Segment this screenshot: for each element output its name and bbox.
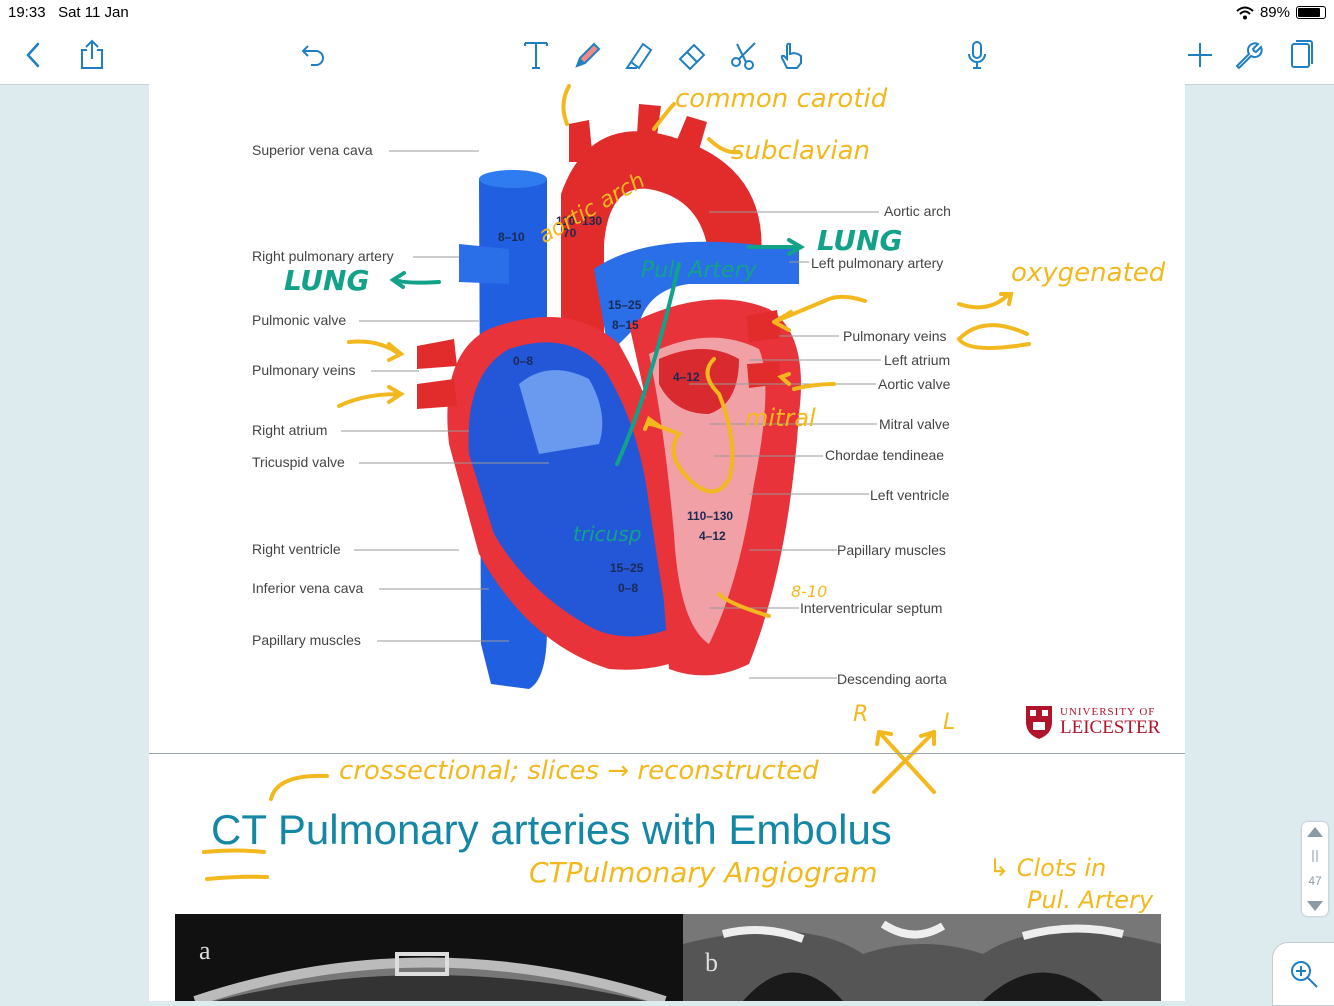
annotation-crossectional[interactable]: crossectional; slices → reconstructed (339, 756, 819, 786)
back-icon[interactable] (14, 36, 54, 74)
ct-image-a: a (175, 914, 683, 1001)
label-right-pulmonary-artery: Right pulmonary artery (252, 248, 394, 264)
battery-icon (1296, 6, 1326, 19)
add-page-icon[interactable] (1180, 36, 1220, 74)
annotation-ct-angiogram[interactable]: CTPulmonary Angiogram (529, 856, 878, 889)
notebook-page[interactable]: Superior vena cava Right pulmonary arter… (149, 84, 1185, 1001)
ct-image-b: b (683, 914, 1161, 1001)
annotation-lung-right[interactable]: LUNG (284, 264, 369, 297)
zoom-in-button[interactable] (1272, 942, 1334, 1006)
status-bar: 19:33 Sat 11 Jan 89% (0, 0, 1334, 26)
page-down-icon[interactable] (1306, 900, 1324, 912)
label-left-pulmonary-artery: Left pulmonary artery (811, 255, 943, 271)
magnifier-plus-icon (1289, 959, 1319, 989)
battery-percent: 89% (1260, 4, 1290, 21)
annotation-r[interactable]: R (853, 702, 868, 727)
text-tool-icon[interactable] (516, 36, 556, 74)
ct-image-b-label: b (705, 948, 718, 978)
pressure-pa-diastolic: 8–15 (612, 318, 639, 332)
lasso-scissors-icon[interactable] (724, 36, 764, 74)
annotation-lung-left[interactable]: LUNG (817, 224, 902, 257)
pen-icon[interactable] (568, 36, 608, 74)
undo-icon[interactable] (294, 36, 334, 74)
label-chordae-tendineae: Chordae tendineae (825, 447, 944, 463)
pressure-pa-systolic: 15–25 (608, 298, 641, 312)
status-date: Sat 11 Jan (58, 4, 129, 21)
label-papillary-muscles-left: Papillary muscles (252, 632, 361, 648)
annotation-pressure-8-10[interactable]: 8-10 (791, 582, 827, 601)
hand-gesture-icon[interactable] (772, 36, 812, 74)
label-pulmonary-veins-right: Pulmonary veins (843, 328, 947, 344)
page-view-icon[interactable] (1280, 36, 1320, 74)
label-superior-vena-cava: Superior vena cava (252, 142, 373, 158)
annotation-clots-line2[interactable]: Pul. Artery (1027, 886, 1153, 914)
page-navigator[interactable]: 47 (1302, 822, 1328, 916)
highlighter-icon[interactable] (620, 36, 660, 74)
label-left-atrium: Left atrium (884, 352, 950, 368)
slide-title: CT Pulmonary arteries with Embolus (211, 806, 892, 854)
annotation-l[interactable]: L (943, 710, 955, 735)
settings-wrench-icon[interactable] (1228, 36, 1268, 74)
annotation-oxygenated[interactable]: oxygenated (1011, 258, 1165, 288)
page-up-icon[interactable] (1306, 826, 1324, 838)
label-descending-aorta: Descending aorta (837, 671, 947, 687)
annotation-clots-line1[interactable]: ↳ Clots in (989, 854, 1106, 882)
share-icon[interactable] (72, 36, 112, 74)
ct-image-a-label: a (199, 936, 211, 966)
pressure-lv-diastolic: 4–12 (699, 529, 726, 543)
label-aortic-valve: Aortic valve (878, 376, 950, 392)
page-count: 47 (1308, 874, 1321, 888)
toolbar (0, 26, 1334, 85)
pressure-lv-systolic: 110–130 (687, 509, 733, 523)
logo-line2: LEICESTER (1060, 718, 1160, 737)
label-left-ventricle: Left ventricle (870, 487, 949, 503)
annotation-mitral[interactable]: mitral (745, 404, 816, 432)
pressure-svc: 8–10 (498, 230, 525, 244)
annotation-common-carotid[interactable]: common carotid (675, 84, 887, 114)
label-pulmonic-valve: Pulmonic valve (252, 312, 346, 328)
pressure-rv-systolic: 15–25 (610, 561, 643, 575)
status-right: 89% (1236, 4, 1326, 21)
pressure-la: 4–12 (673, 370, 700, 384)
label-tricuspid-valve: Tricuspid valve (252, 454, 345, 470)
label-papillary-muscles-right: Papillary muscles (837, 542, 946, 558)
label-mitral-valve: Mitral valve (879, 416, 950, 432)
slide-divider (149, 753, 1185, 754)
annotation-subclavian[interactable]: subclavian (731, 136, 870, 166)
label-interventricular-septum: Interventricular septum (800, 600, 942, 616)
pressure-rv-diastolic: 0–8 (618, 581, 638, 595)
eraser-icon[interactable] (672, 36, 712, 74)
crest-icon (1024, 704, 1054, 740)
annotation-tricusp[interactable]: tricusp (573, 522, 641, 546)
status-time: 19:33 (8, 4, 46, 21)
wifi-icon (1236, 6, 1254, 20)
microphone-icon[interactable] (957, 36, 997, 74)
label-aortic-arch: Aortic arch (884, 203, 951, 219)
label-right-ventricle: Right ventricle (252, 541, 341, 557)
drag-handle-icon[interactable] (1310, 850, 1320, 862)
university-logo: UNIVERSITY OF LEICESTER (1024, 704, 1160, 740)
label-right-atrium: Right atrium (252, 422, 327, 438)
label-inferior-vena-cava: Inferior vena cava (252, 580, 363, 596)
heart-diagram (149, 84, 1185, 753)
pressure-ra: 0–8 (513, 354, 533, 368)
annotation-pul-artery[interactable]: Pul. Artery (641, 258, 757, 283)
label-pulmonary-veins-left: Pulmonary veins (252, 362, 356, 378)
status-time-date: 19:33 Sat 11 Jan (8, 4, 129, 21)
